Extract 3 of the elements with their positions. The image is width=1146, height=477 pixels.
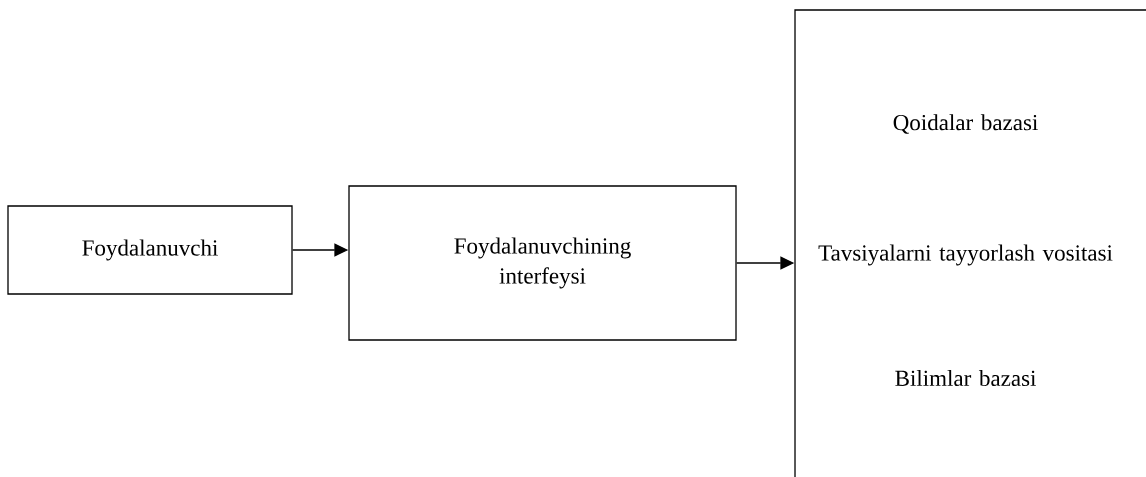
process-box: Foydalanuvchining interfeysi (348, 185, 737, 341)
panel-box: Qoidalar bazasi Tavsiyalarni tayyorlash vositasi Bilimlar bazasi (794, 9, 1146, 477)
process-box: Foydalanuvchi (7, 205, 293, 295)
